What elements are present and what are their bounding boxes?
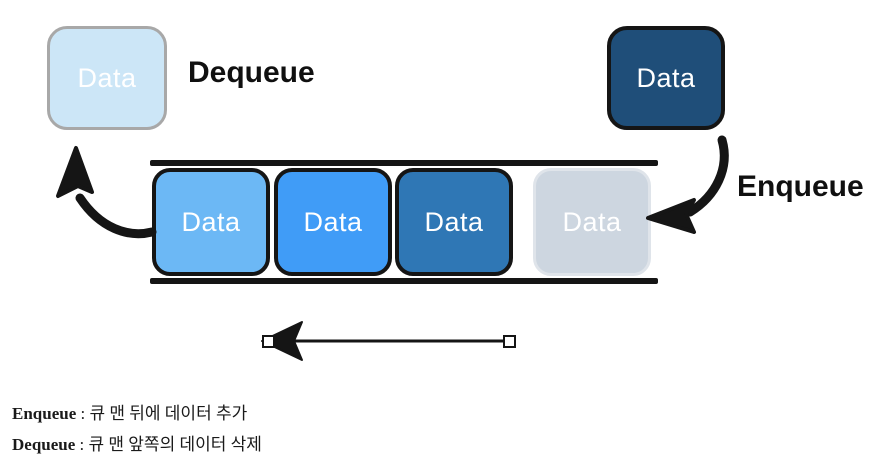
queue-slot-0-label: Data: [181, 206, 241, 237]
dequeue-label: Dequeue: [188, 56, 315, 89]
enqueue-arrow-icon: [646, 135, 729, 234]
caption-block: Enqueue : 큐 맨 뒤에 데이터 추가 Dequeue : 큐 맨 앞쪽…: [12, 398, 612, 460]
caption-term-dequeue: Dequeue: [12, 435, 76, 454]
incoming-data-box: Data: [607, 26, 725, 130]
queue-slot-3: Data: [533, 168, 651, 276]
direction-arrow-handle-start: [262, 335, 275, 348]
caption-line-enqueue: Enqueue : 큐 맨 뒤에 데이터 추가: [12, 398, 612, 429]
queue-rail-top: [150, 160, 658, 166]
caption-separator-enqueue: :: [76, 404, 90, 423]
caption-description-dequeue: 큐 맨 앞쪽의 데이터 삭제: [88, 435, 262, 454]
dequeued-data-box: Data: [47, 26, 167, 130]
queue-slot-list: Data Data Data Data: [150, 168, 658, 276]
queue-rail-bottom: [150, 278, 658, 284]
caption-separator-dequeue: :: [75, 435, 89, 454]
queue-slot-2: Data: [395, 168, 513, 276]
queue-slot-3-label: Data: [562, 206, 622, 237]
queue-slot-1: Data: [274, 168, 392, 276]
dequeue-arrow-icon: [56, 146, 157, 239]
queue-direction-arrow-icon: [261, 321, 516, 361]
enqueue-label: Enqueue: [737, 170, 864, 203]
direction-arrow-handle-end: [503, 335, 516, 348]
queue-slot-0: Data: [152, 168, 270, 276]
queue-slot-1-label: Data: [303, 206, 363, 237]
queue-container: Data Data Data Data: [150, 160, 658, 284]
queue-slot-2-label: Data: [424, 206, 484, 237]
incoming-data-label: Data: [636, 62, 696, 93]
caption-line-dequeue: Dequeue : 큐 맨 앞쪽의 데이터 삭제: [12, 429, 612, 460]
dequeued-data-label: Data: [77, 62, 137, 93]
caption-description-enqueue: 큐 맨 뒤에 데이터 추가: [89, 404, 248, 423]
caption-term-enqueue: Enqueue: [12, 404, 77, 423]
